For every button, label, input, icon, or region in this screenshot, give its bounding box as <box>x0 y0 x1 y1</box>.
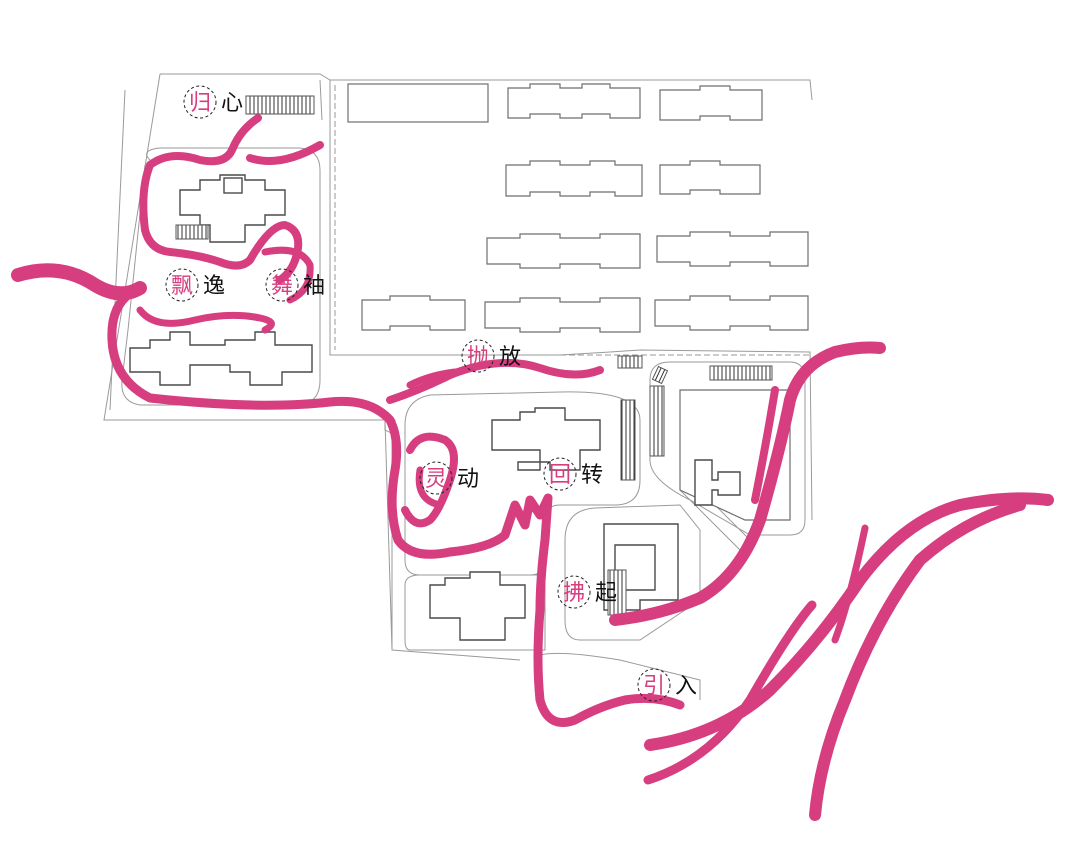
building-block <box>129 331 313 386</box>
ribbon-stroke <box>751 386 779 504</box>
label-first-char: 引 <box>643 674 665 699</box>
label-first-char: 回 <box>549 463 571 488</box>
building-block <box>429 571 526 641</box>
ribbon-stroke <box>386 358 604 404</box>
label-first-char: 抛 <box>467 345 489 370</box>
label-first-char: 拂 <box>563 581 585 606</box>
ribbon-stroke <box>261 246 314 304</box>
building-block <box>656 231 809 267</box>
parking-hatch <box>617 355 643 369</box>
building-block <box>347 83 489 123</box>
ribbon-stroke <box>609 341 886 626</box>
label-pao-fang: 抛放 <box>461 339 521 373</box>
ribbon-strokes <box>11 114 1054 821</box>
housing-blocks-west <box>129 95 315 386</box>
label-piao-yi: 飘逸 <box>165 268 225 302</box>
label-group: 归心飘逸 舞袖抛放灵动 回转拂起引入 <box>165 85 697 702</box>
label-first-char: 灵 <box>425 467 447 492</box>
label-second-char: 起 <box>595 581 617 606</box>
building-block <box>484 297 641 333</box>
dashed-circle-marker <box>637 668 671 702</box>
housing-blocks-center <box>429 355 791 641</box>
ribbon-stroke <box>644 492 1054 751</box>
building-block <box>491 407 601 471</box>
building-block <box>505 160 643 197</box>
label-second-char: 放 <box>499 345 521 370</box>
label-second-char: 动 <box>457 467 479 492</box>
label-second-char: 转 <box>581 463 603 488</box>
label-ling-dong: 灵动 <box>419 461 479 495</box>
parking-hatch <box>245 95 315 115</box>
dashed-circle-marker <box>165 268 199 302</box>
ribbon-stroke <box>136 306 275 334</box>
label-gui-xin: 归心 <box>183 85 243 119</box>
ribbon-stroke <box>139 114 303 284</box>
building-block <box>654 295 809 331</box>
dashed-circle-marker <box>461 339 495 373</box>
dashed-circle-marker <box>543 457 577 491</box>
label-first-char: 舞 <box>271 274 293 299</box>
label-first-char: 归 <box>189 91 211 116</box>
ribbon-stroke <box>11 263 147 301</box>
label-fu-qi: 拂起 <box>557 575 617 609</box>
building-block <box>659 160 761 195</box>
building-block <box>361 295 466 331</box>
label-yin-ru: 引入 <box>637 668 697 702</box>
ribbon-stroke <box>831 524 869 644</box>
housing-blocks-north <box>347 83 809 333</box>
ribbon-stroke <box>415 466 444 509</box>
building-block <box>659 85 763 121</box>
label-wu-xiu: 舞袖 <box>265 268 325 302</box>
label-first-char: 飘 <box>171 274 193 299</box>
parking-hatch <box>709 365 773 381</box>
parking-hatch <box>620 399 636 481</box>
dashed-circle-marker <box>183 85 217 119</box>
ribbon-stroke <box>406 368 459 389</box>
building-block <box>694 459 741 506</box>
building-block <box>486 233 641 269</box>
label-hui-zhuan: 回转 <box>543 457 603 491</box>
ribbon-stroke <box>107 283 685 727</box>
ribbon-stroke <box>809 499 1026 821</box>
ribbon-stroke <box>643 600 817 785</box>
dashed-circle-marker <box>557 575 591 609</box>
parking-hatch <box>649 385 665 457</box>
ribbon-stroke <box>246 141 324 165</box>
parking-hatch <box>175 224 209 240</box>
dashed-circle-marker <box>265 268 299 302</box>
label-second-char: 心 <box>221 91 243 116</box>
building-block <box>507 83 641 119</box>
label-second-char: 袖 <box>303 274 325 299</box>
label-second-char: 逸 <box>203 274 225 299</box>
ribbon-stroke <box>401 432 458 528</box>
label-second-char: 入 <box>675 674 697 699</box>
dashed-circle-marker <box>419 461 453 495</box>
